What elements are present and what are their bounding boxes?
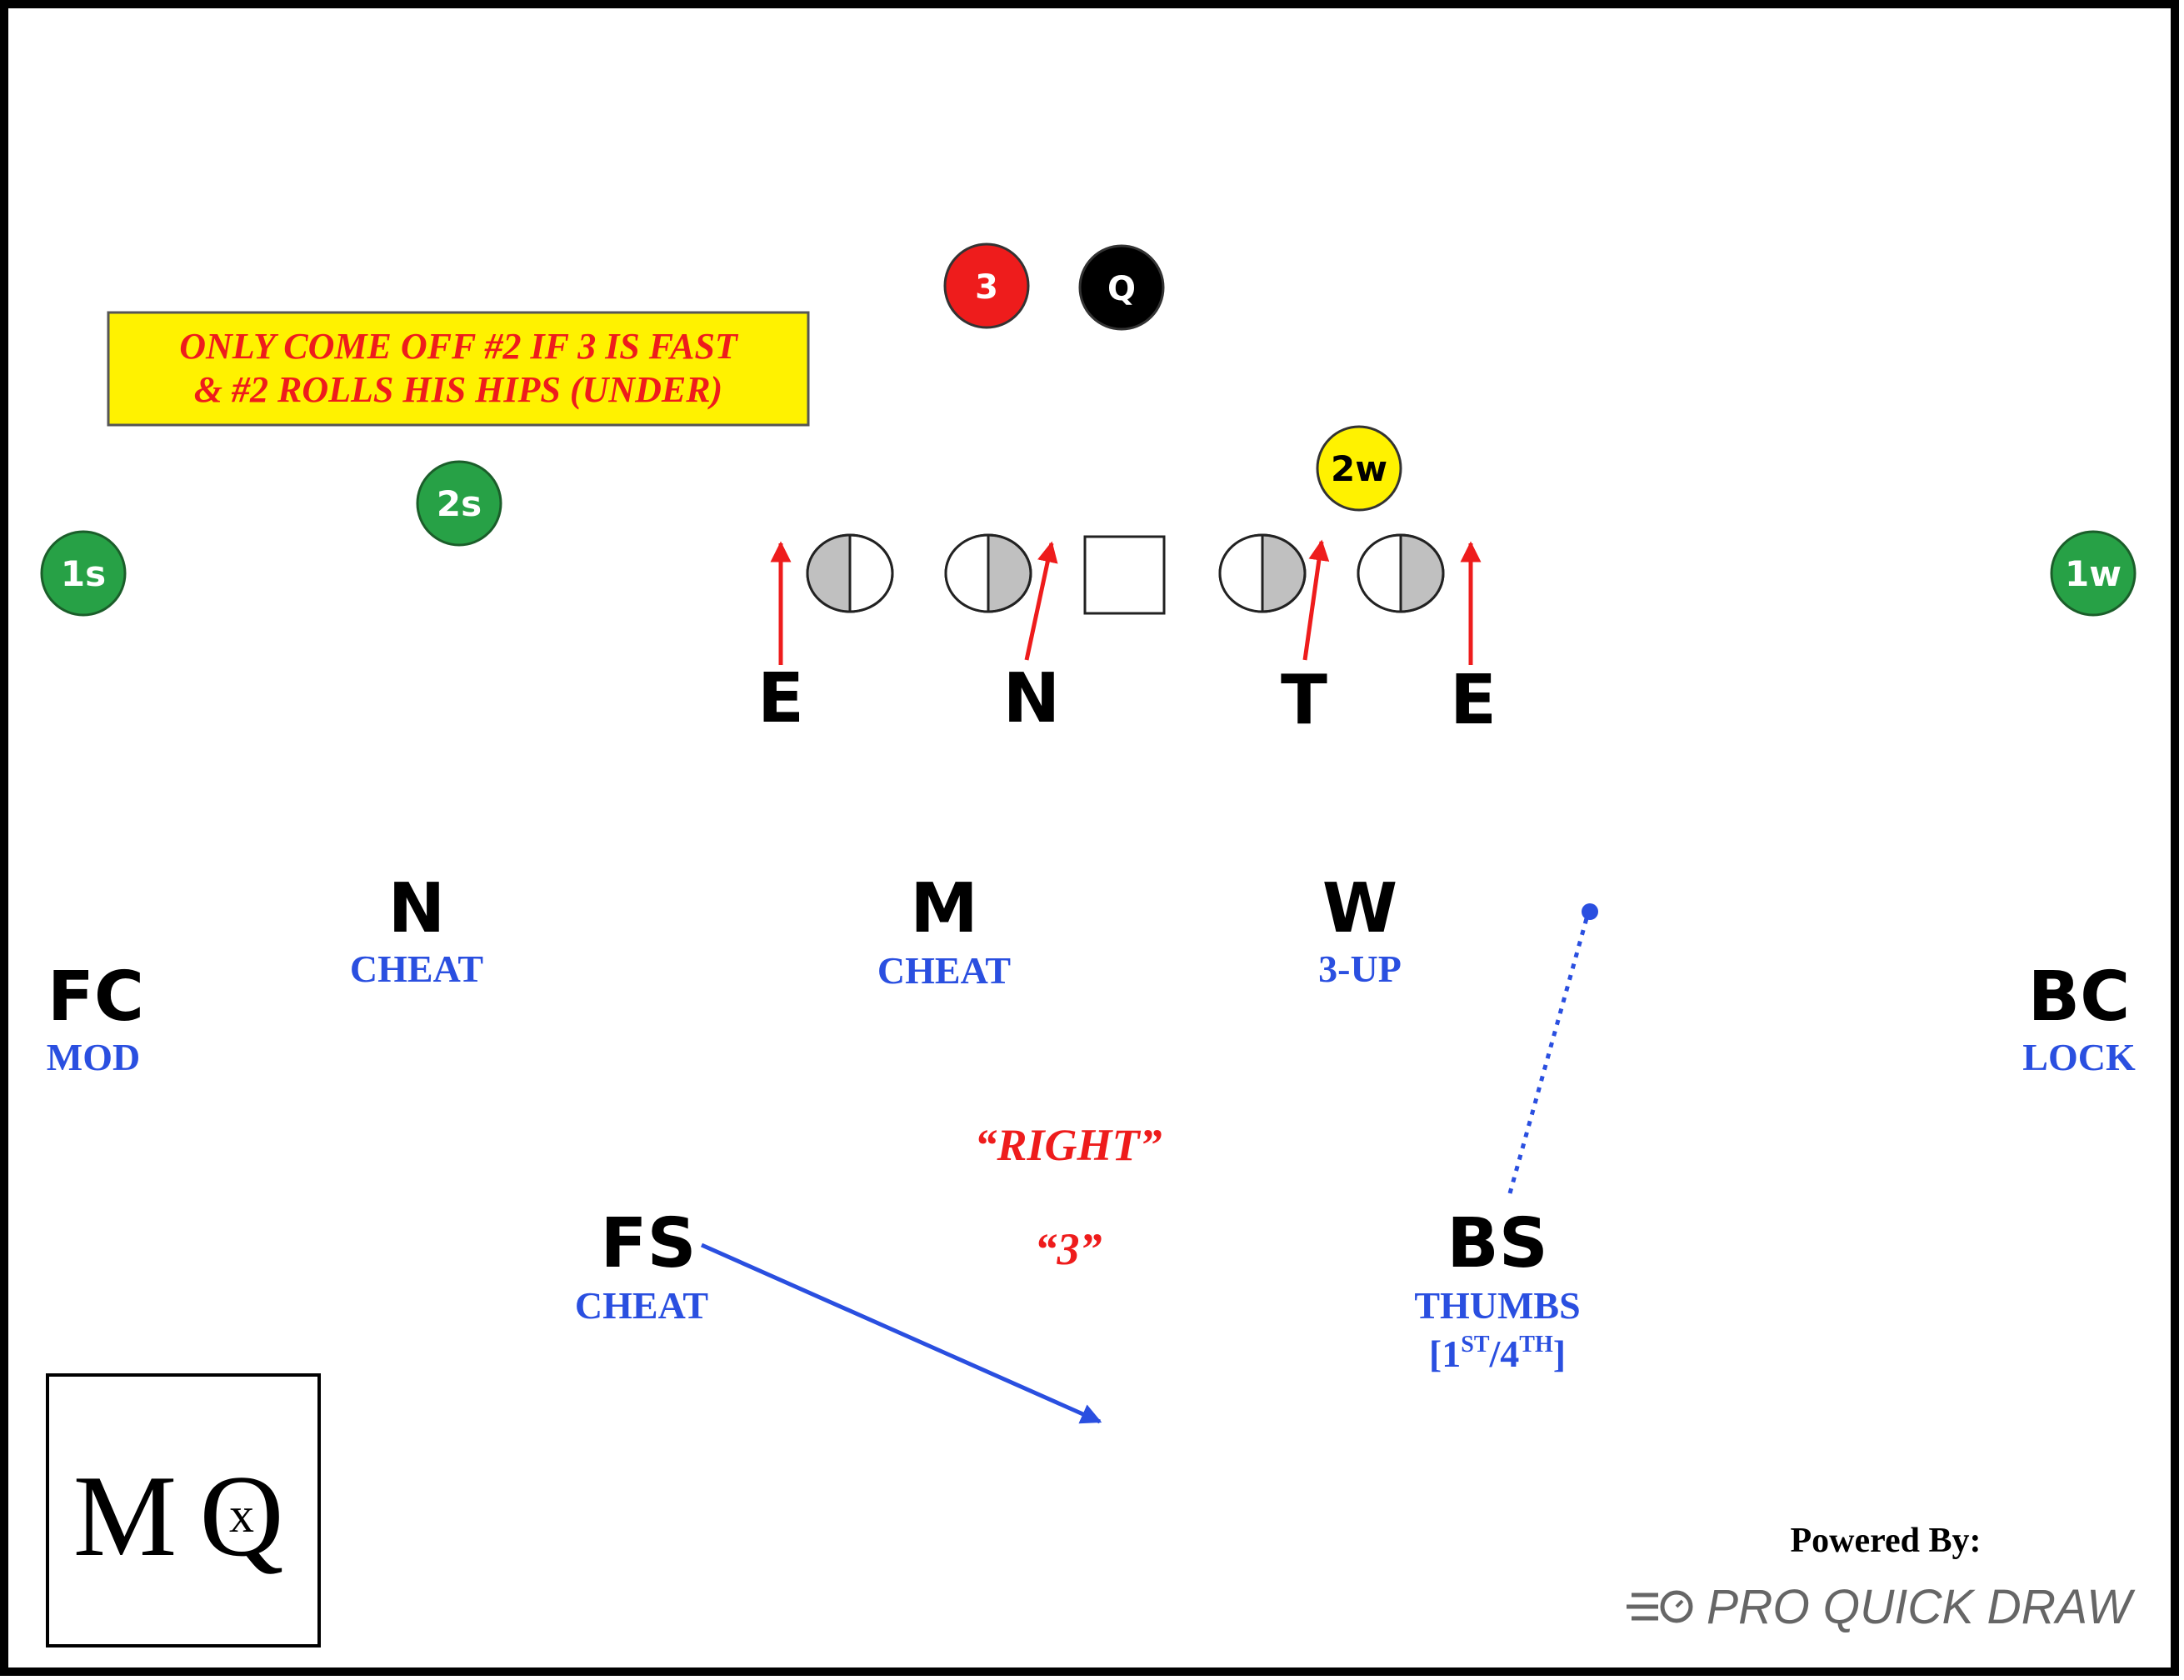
stopwatch-icon [1627, 1590, 1693, 1623]
qb-label: Q [1107, 270, 1136, 308]
logo-m: M [73, 1452, 177, 1581]
rush-arrow-n [1024, 541, 1058, 661]
lineman-left-guard [944, 533, 1032, 613]
offense-quarterback: Q [1078, 244, 1165, 331]
lineman-right-tackle [1357, 533, 1445, 613]
back-3-circle [943, 242, 1030, 329]
coaching-note: ONLY COME OFF #2 IF 3 IS FAST & #2 ROLLS… [107, 311, 810, 427]
reads-sup-1: ST [1461, 1332, 1490, 1358]
logo-q: Q [199, 1452, 283, 1581]
receiver-1s-label: 1s [61, 553, 106, 594]
receiver-1w-label: 1w [2065, 553, 2122, 594]
boundary-safety-path-end [1582, 903, 1598, 920]
call-right: “RIGHT” [974, 1120, 1162, 1170]
reads-bracket-open: [1 [1429, 1332, 1461, 1375]
note-line-2: & #2 ROLLS HIS HIPS (UNDER) [194, 369, 722, 410]
note-box [107, 311, 810, 427]
boundary-corner-label: BC [2028, 958, 2131, 1037]
reads-sup-2: TH [1519, 1332, 1553, 1358]
receiver-2s-label: 2s [437, 483, 482, 524]
boundary-safety-assignment: THUMBS [1414, 1284, 1580, 1327]
reads-slash: /4 [1489, 1332, 1520, 1375]
receiver-1s: 1s [40, 530, 127, 617]
rush-arrows [770, 539, 1482, 665]
reads-bracket-close: ] [1553, 1332, 1566, 1375]
call-three: “3” [1035, 1224, 1102, 1274]
field-corner-assignment: MOD [47, 1036, 140, 1078]
mqx-logo: M Q x [46, 1373, 321, 1648]
free-safety-label: FS [600, 1204, 696, 1283]
dl-end-left-label: E [757, 659, 804, 738]
lb-m-assignment: CHEAT [877, 949, 1011, 992]
boundary-corner-assignment: LOCK [2022, 1036, 2136, 1078]
boundary-safety-reads: [1ST/4TH] [1429, 1332, 1566, 1375]
pro-quick-draw-text: PRO QUICK DRAW [1707, 1580, 2136, 1634]
receiver-1w-circle [2050, 530, 2137, 617]
dl-nose-label: N [1003, 659, 1061, 738]
lb-n-label: N [388, 869, 446, 948]
center-square [1083, 535, 1166, 615]
lineman-right-guard [1218, 533, 1307, 613]
receiver-2s-circle [416, 460, 502, 547]
receiver-1w: 1w [2050, 530, 2137, 617]
receiver-2w: 2w [1316, 425, 1402, 512]
free-safety-path [700, 1242, 1102, 1424]
receiver-1s-circle [40, 530, 127, 617]
powered-by-label: Powered By: [1790, 1522, 1981, 1560]
offense-three: 3 [943, 242, 1030, 329]
free-safety-assignment: CHEAT [575, 1284, 708, 1327]
note-line-1: ONLY COME OFF #2 IF 3 IS FAST [179, 326, 739, 367]
qb-circle [1078, 244, 1165, 331]
receiver-2w-circle [1316, 425, 1402, 512]
lb-w-label: W [1322, 869, 1397, 948]
dl-end-right-label: E [1450, 661, 1497, 740]
field-corner-label: FC [47, 958, 144, 1037]
receiver-2s: 2s [416, 460, 502, 547]
lb-n-assignment: CHEAT [350, 948, 483, 990]
rush-arrow-t [1302, 539, 1330, 661]
logo-box [46, 1373, 321, 1648]
lineman-left-tackle [806, 533, 894, 613]
offensive-line [806, 533, 1445, 615]
back-3-label: 3 [975, 268, 998, 307]
boundary-safety-label: BS [1447, 1204, 1548, 1283]
pro-quick-draw-logo: PRO QUICK DRAW [1627, 1580, 2136, 1634]
lb-w-assignment: 3-UP [1318, 948, 1402, 990]
receiver-2w-label: 2w [1331, 448, 1387, 489]
dl-tackle-label: T [1281, 661, 1327, 740]
logo-x: x [229, 1488, 254, 1542]
boundary-safety-path [1507, 912, 1591, 1194]
lb-m-label: M [910, 869, 978, 948]
